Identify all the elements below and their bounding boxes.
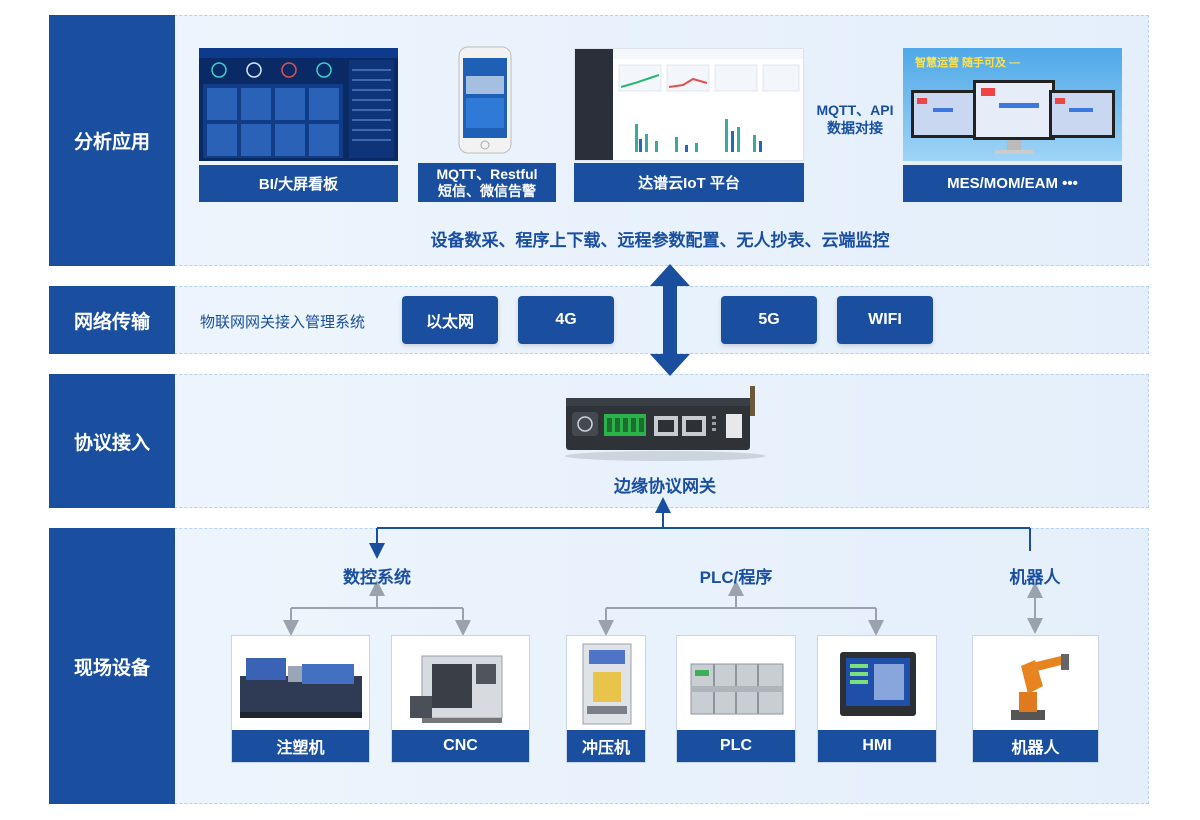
device-label-plc: PLC (677, 730, 795, 762)
device-label-hmi: HMI (818, 730, 936, 762)
4g-badge: 4G (518, 296, 614, 344)
wifi-badge: WIFI (837, 296, 933, 344)
layer-label-analysis: 分析应用 (49, 15, 175, 266)
bi-dashboard-image (199, 48, 398, 161)
layer-label-protocol: 协议接入 (49, 374, 175, 508)
hmi-screen-icon (840, 652, 916, 716)
mqtt-restful-label: MQTT、Restful 短信、微信告警 (418, 163, 556, 202)
device-label-cnc: CNC (392, 730, 529, 762)
robot-arm-icon (1011, 654, 1069, 720)
plc-program-label: PLC/程序 (699, 568, 773, 587)
mqtt-api-text: MQTT、API 数据对接 (810, 101, 900, 137)
robot-group-label: 机器人 (1009, 568, 1061, 587)
plc-module-icon (690, 663, 784, 715)
cnc-machine-icon (410, 655, 503, 723)
phone-image (458, 46, 512, 154)
device-card-cnc: CNC (391, 635, 530, 763)
bi-label: BI/大屏看板 (199, 165, 398, 202)
device-label-press: 冲压机 (567, 730, 645, 762)
device-label-injection: 注塑机 (232, 730, 369, 762)
mqtt-restful-line1: MQTT、Restful (436, 165, 538, 182)
press-machine-icon (582, 643, 632, 725)
edge-gateway-label: 边缘协议网关 (614, 477, 716, 496)
ethernet-badge: 以太网 (402, 296, 498, 344)
gateway-management-text: 物联网网关接入管理系统 (200, 314, 366, 331)
mes-slogan: 智慧运营 随手可及 — (915, 57, 1021, 69)
edge-gateway-device-image (560, 386, 770, 462)
device-card-injection-molding: 注塑机 (231, 635, 370, 763)
device-card-plc: PLC (676, 635, 796, 763)
5g-badge: 5G (721, 296, 817, 344)
mqtt-restful-line2: 短信、微信告警 (438, 182, 536, 199)
layer-label-network: 网络传输 (49, 286, 175, 354)
layer-label-field: 现场设备 (49, 528, 175, 804)
injection-molding-machine-icon (240, 658, 362, 718)
iot-platform-label: 达谱云IoT 平台 (574, 163, 804, 202)
device-card-press: 冲压机 (566, 635, 646, 763)
mes-monitors-image: 智慧运营 随手可及 — (903, 48, 1122, 161)
mqtt-api-line2: 数据对接 (827, 120, 883, 136)
cnc-system-label: 数控系统 (343, 568, 411, 587)
mes-label: MES/MOM/EAM ••• (903, 165, 1122, 202)
device-label-robot: 机器人 (973, 730, 1098, 762)
iot-platform-image (574, 48, 804, 161)
mqtt-api-line1: MQTT、API (816, 102, 894, 118)
analysis-functions-text: 设备数采、程序上下载、远程参数配置、无人抄表、云端监控 (430, 231, 890, 250)
device-card-hmi: HMI (817, 635, 937, 763)
up-down-arrow-icon (650, 264, 690, 376)
device-card-robot: 机器人 (972, 635, 1099, 763)
